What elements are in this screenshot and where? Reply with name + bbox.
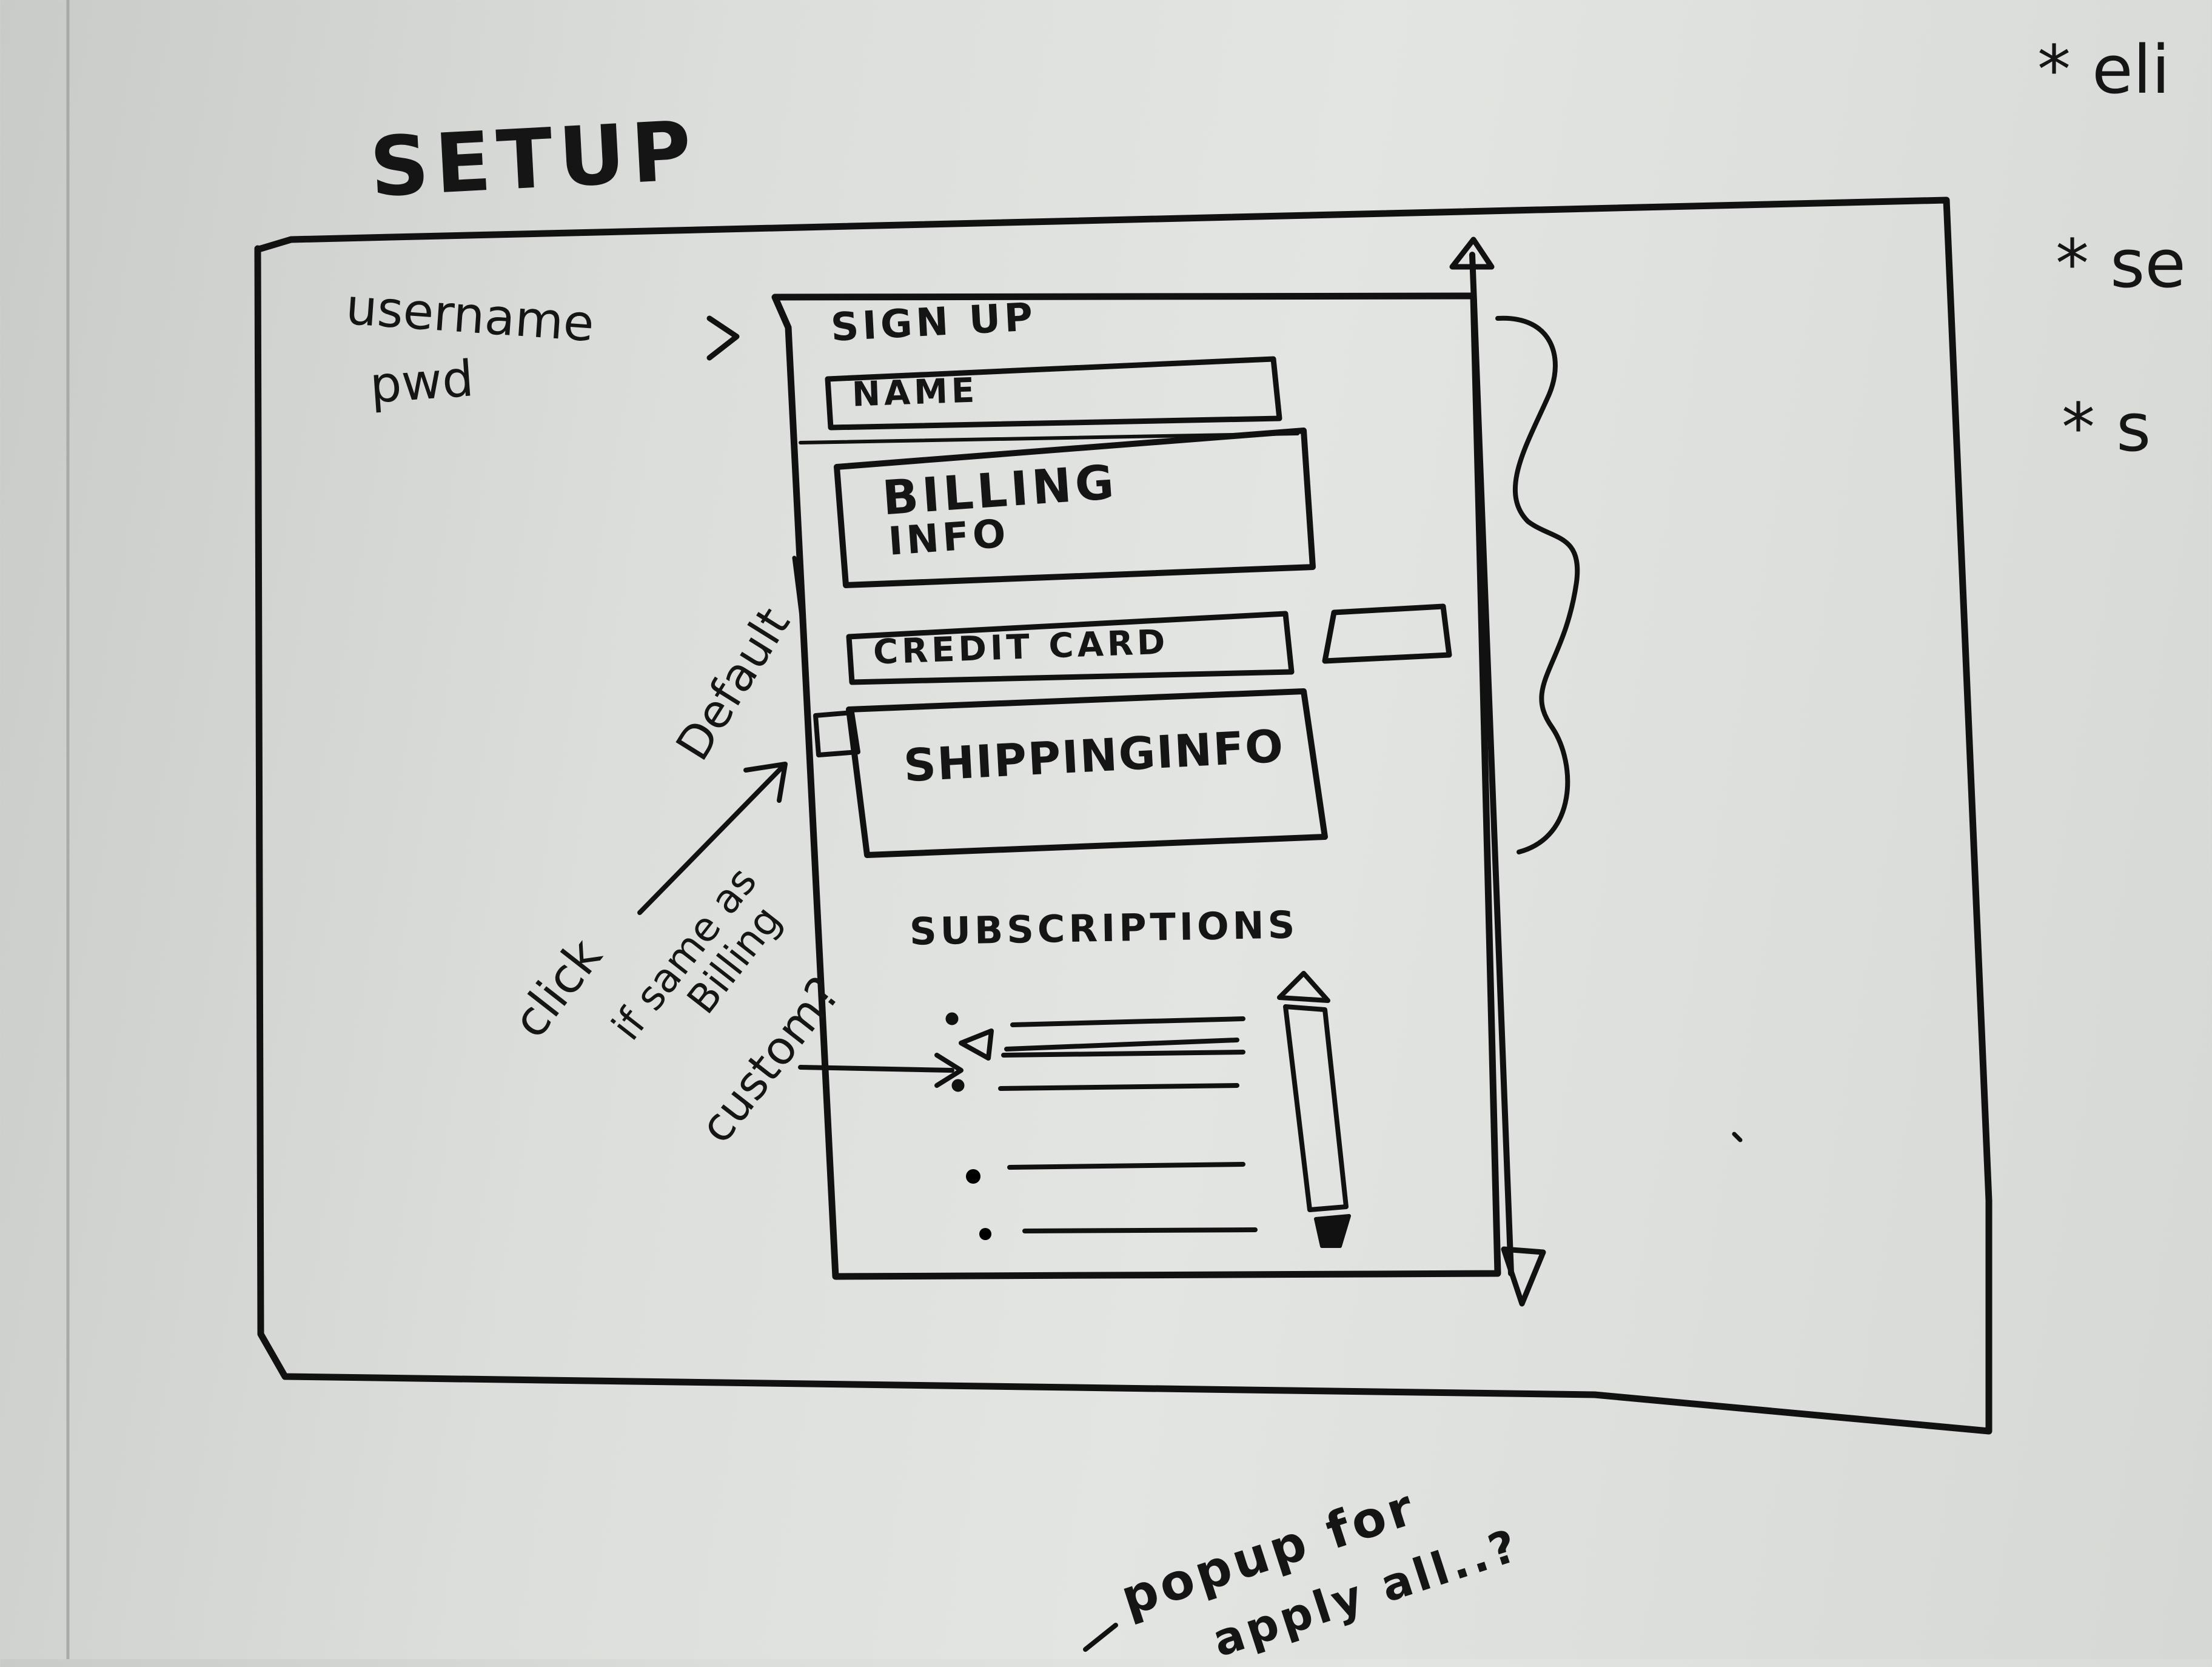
name-box [825,356,1282,431]
right-note-3: * s [2062,389,2151,466]
signup-panel [771,292,1501,1280]
same-as-billing-checkbox [813,710,860,757]
right-note-2: * se [2056,225,2186,303]
name-field-label: NAME [851,371,979,415]
subscriptions-label: SUBSCRIPTIONS [909,902,1299,954]
outer-frame [254,196,1992,1435]
signup-heading: SIGN UP [830,295,1037,351]
password-label: pwd [367,350,476,415]
page-title: SETUP [367,102,700,216]
cc-side-box [1322,603,1452,664]
billing-label-2: INFO [886,511,1011,565]
right-note-1: * eli [2037,31,2170,109]
list-scrollbar [1283,1004,1349,1212]
credit-card-label: CREDIT CARD [872,622,1170,673]
